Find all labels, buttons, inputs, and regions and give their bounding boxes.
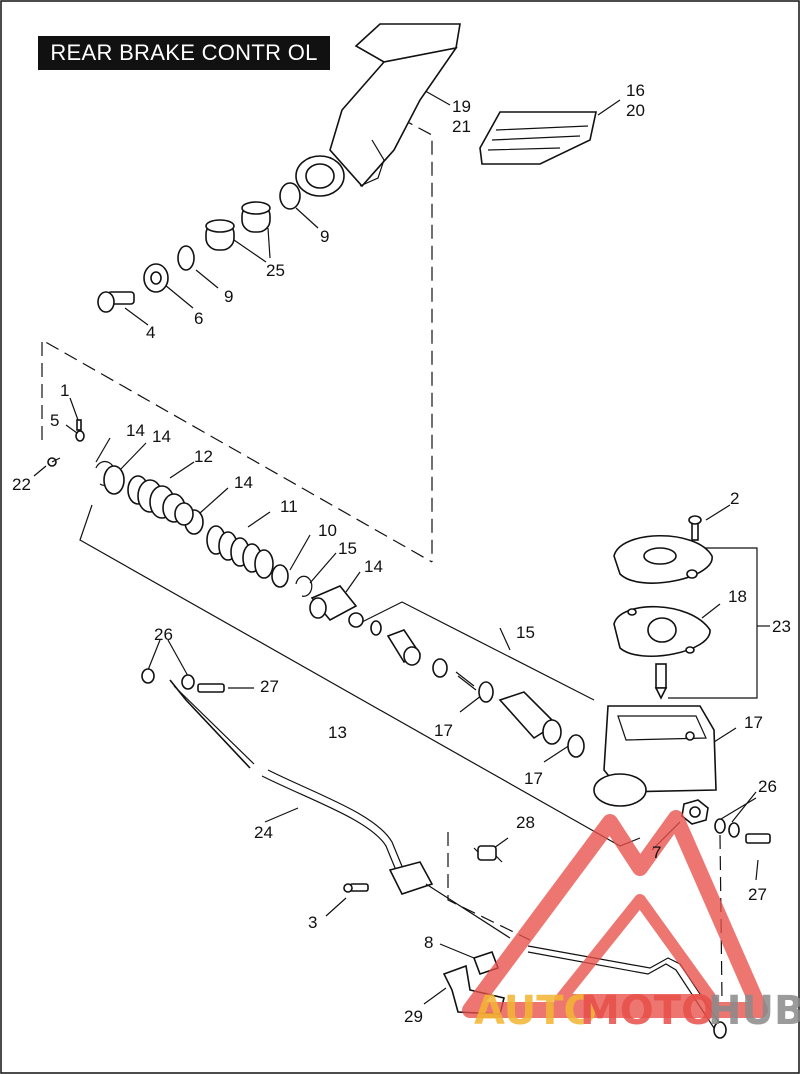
dust-boot — [127, 475, 194, 526]
watermark-logo — [462, 810, 768, 1018]
callout-17b: 17 — [524, 769, 543, 788]
callout-14b: 14 — [152, 427, 171, 446]
pushrod — [309, 585, 364, 628]
svg-text:HUB: HUB — [708, 988, 800, 1034]
callout-18: 18 — [728, 587, 747, 606]
callout-23: 23 — [772, 617, 791, 636]
banjo-bolt-right — [714, 818, 771, 844]
callout-21: 21 — [452, 117, 471, 136]
callout-10: 10 — [318, 521, 337, 540]
reservoir-cover — [613, 534, 713, 584]
callout-15a: 15 — [338, 539, 357, 558]
nut — [681, 799, 709, 825]
ring — [271, 564, 289, 588]
callout-26b: 26 — [758, 777, 777, 796]
spring — [206, 525, 274, 579]
callout-11: 11 — [280, 497, 298, 516]
washer — [143, 263, 169, 293]
piston-assembly — [370, 620, 585, 758]
small-fasteners — [47, 419, 85, 467]
svg-text:MOTO: MOTO — [580, 988, 715, 1034]
callout-9a: 9 — [320, 227, 329, 246]
callout-29: 29 — [404, 1007, 423, 1026]
brake-pedal — [295, 23, 461, 197]
assembly-guide-lines — [41, 117, 723, 1001]
diagram-title: REAR BRAKE CONTR OL — [38, 36, 330, 70]
leader-lines — [33, 87, 770, 1005]
callout-17a: 17 — [434, 721, 453, 740]
callout-27a: 27 — [260, 677, 279, 696]
fitting — [654, 663, 668, 700]
callout-5: 5 — [50, 411, 59, 430]
callout-25: 25 — [266, 261, 285, 280]
brake-switch — [473, 845, 503, 863]
retaining-rings — [95, 460, 313, 597]
callout-14d: 14 — [364, 557, 383, 576]
brake-line — [169, 679, 511, 939]
callout-8: 8 — [424, 933, 433, 952]
callout-27b: 27 — [748, 885, 767, 904]
callout-22: 22 — [12, 475, 31, 494]
master-cylinder-body — [593, 705, 717, 807]
o-ring-lower — [177, 245, 195, 271]
callout-labels: 19 21 16 20 9 25 9 6 4 1 5 22 14 14 12 1… — [12, 81, 791, 1026]
clamp-screw — [343, 883, 369, 893]
callout-16: 16 — [626, 81, 645, 100]
pedal-pad — [479, 111, 597, 165]
callout-4: 4 — [146, 323, 155, 342]
diaphragm-plate — [613, 605, 711, 658]
shoulder-bolt — [97, 291, 135, 313]
callout-15b: 15 — [516, 623, 535, 642]
bushings — [205, 201, 271, 251]
callout-14a: 14 — [126, 421, 145, 440]
o-ring-upper — [279, 182, 301, 210]
banjo-bolt-left — [141, 668, 225, 693]
callout-24: 24 — [254, 823, 273, 842]
callout-13: 13 — [328, 723, 347, 742]
callout-26a: 26 — [154, 625, 173, 644]
callout-3: 3 — [308, 913, 317, 932]
svg-text:AUTO: AUTO — [474, 988, 598, 1034]
callout-6: 6 — [194, 309, 203, 328]
callout-9b: 9 — [224, 287, 233, 306]
callout-19: 19 — [452, 97, 471, 116]
callout-1: 1 — [60, 381, 69, 400]
callout-7: 7 — [652, 843, 661, 862]
callout-2: 2 — [730, 489, 739, 508]
callout-17c: 17 — [744, 713, 763, 732]
cover-screw — [688, 515, 702, 541]
callout-20: 20 — [626, 101, 645, 120]
callout-12: 12 — [194, 447, 213, 466]
watermark-text: AUTO MOTO HUB — [474, 988, 800, 1034]
callout-28: 28 — [516, 813, 535, 832]
callout-14c: 14 — [234, 473, 253, 492]
